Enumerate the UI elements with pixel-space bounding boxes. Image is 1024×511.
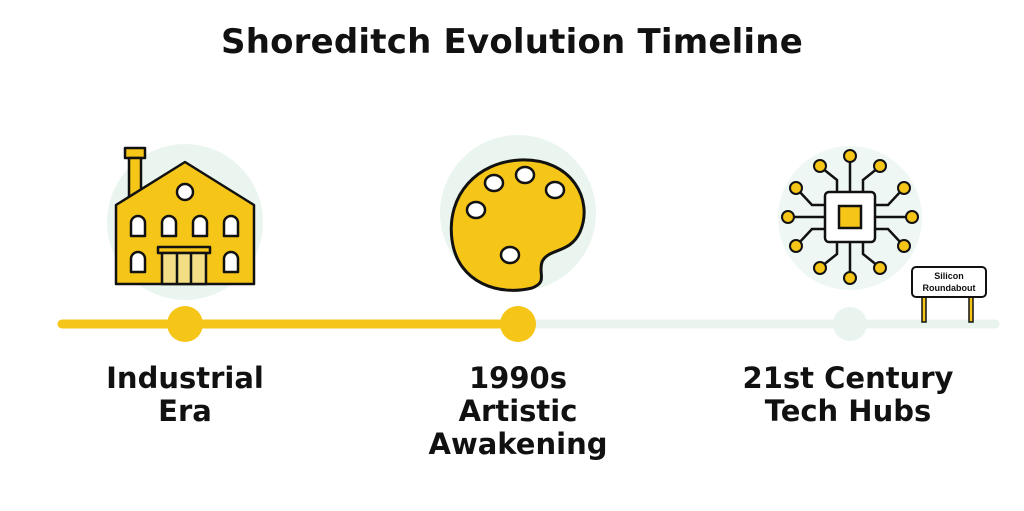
milestone-label-line: Era — [158, 394, 212, 428]
timeline-track — [57, 306, 1000, 342]
milestone-dot-industrial — [167, 306, 203, 342]
milestone-label-artistic: 1990s Artistic Awakening — [388, 362, 648, 461]
milestone-label-tech: 21st Century Tech Hubs — [718, 362, 978, 428]
silicon-roundabout-sign: Silicon Roundabout — [911, 266, 987, 323]
milestone-dot-tech — [833, 307, 867, 341]
page-title: Shoreditch Evolution Timeline — [221, 22, 803, 62]
circuit-chip-icon — [781, 149, 919, 285]
milestone-label-line: Industrial — [106, 361, 264, 395]
milestone-label-line: Awakening — [428, 427, 608, 461]
milestone-label-line: Artistic — [458, 394, 578, 428]
milestone-label-industrial: Industrial Era — [55, 362, 315, 428]
milestone-label-line: Tech Hubs — [764, 394, 932, 428]
milestone-label-line: 1990s — [469, 361, 567, 395]
factory-icon — [114, 146, 256, 286]
sign-text-line2: Roundabout — [923, 283, 976, 293]
sign-text-line1: Silicon — [934, 271, 964, 281]
milestone-dot-artistic — [500, 306, 536, 342]
milestone-label-line: 21st Century — [742, 361, 954, 395]
paint-palette-icon — [449, 158, 586, 292]
